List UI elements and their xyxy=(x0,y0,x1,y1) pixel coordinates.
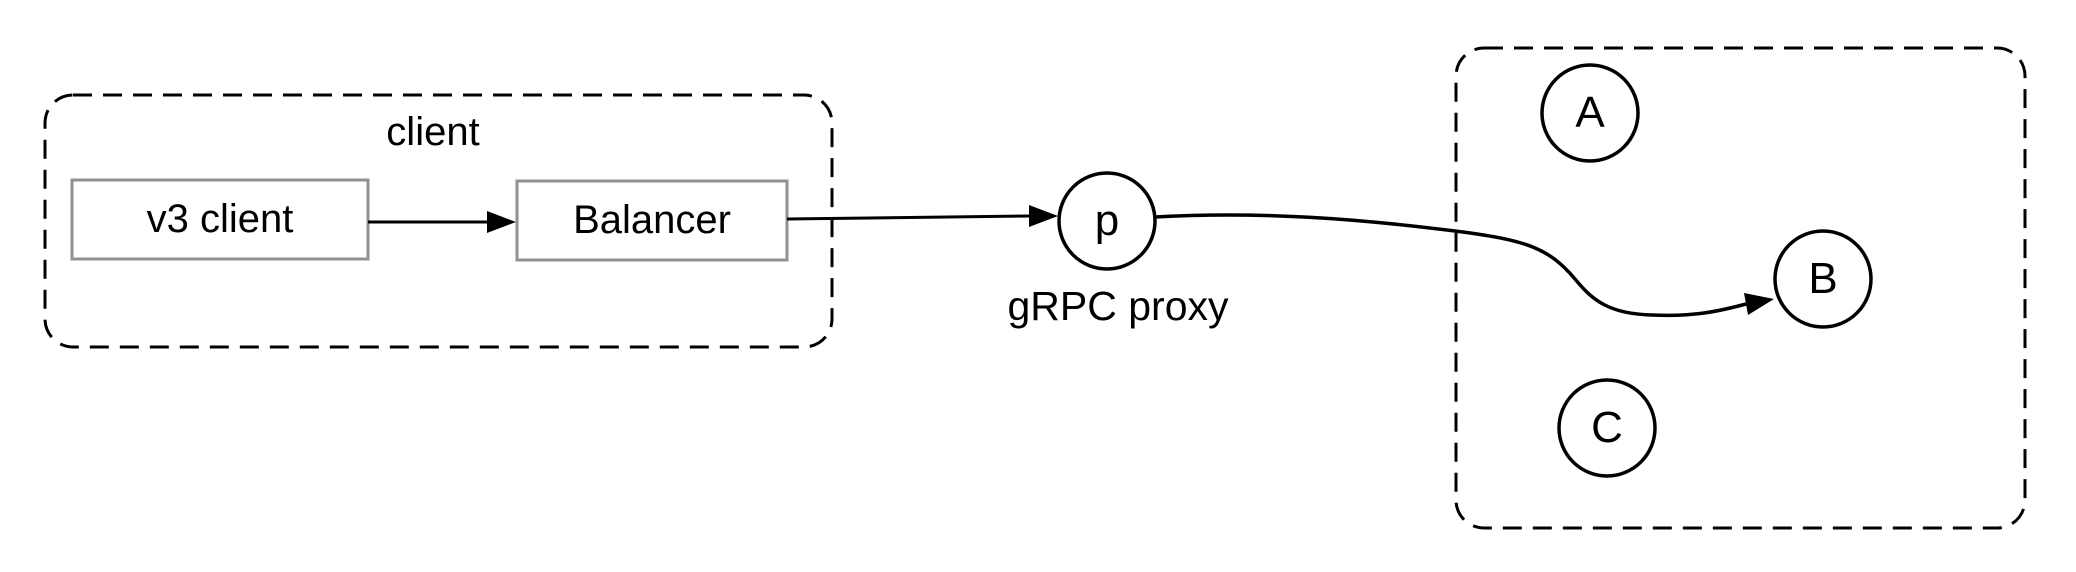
edge-balancer-to-proxy xyxy=(786,205,1058,227)
arrowhead-icon xyxy=(1744,293,1774,315)
member-c-node-label: C xyxy=(1591,403,1623,452)
member-a-node-label: A xyxy=(1575,88,1605,137)
client-group-title: client xyxy=(386,110,480,154)
balancer-node-box xyxy=(515,179,789,262)
edge-v3client-to-balancer xyxy=(368,211,516,233)
client-group-outline xyxy=(43,93,834,349)
balancer-node-label: Balancer xyxy=(573,198,731,242)
member-b-node-circle xyxy=(1773,229,1873,329)
member-c-node-circle xyxy=(1557,378,1657,478)
cluster-group-outline xyxy=(1454,46,2027,530)
v3-client-node-box xyxy=(70,178,370,261)
arrowhead-icon xyxy=(1029,205,1058,227)
v3-client-node-label: v3 client xyxy=(146,197,294,241)
member-a-node-circle xyxy=(1540,63,1640,163)
edge-proxy-to-member-b xyxy=(1154,213,1774,318)
member-b-node-label: B xyxy=(1808,254,1838,303)
proxy-caption: gRPC proxy xyxy=(1007,283,1229,329)
proxy-node-circle xyxy=(1057,171,1157,271)
arrowhead-icon xyxy=(487,211,516,233)
proxy-node-label: p xyxy=(1094,196,1120,245)
